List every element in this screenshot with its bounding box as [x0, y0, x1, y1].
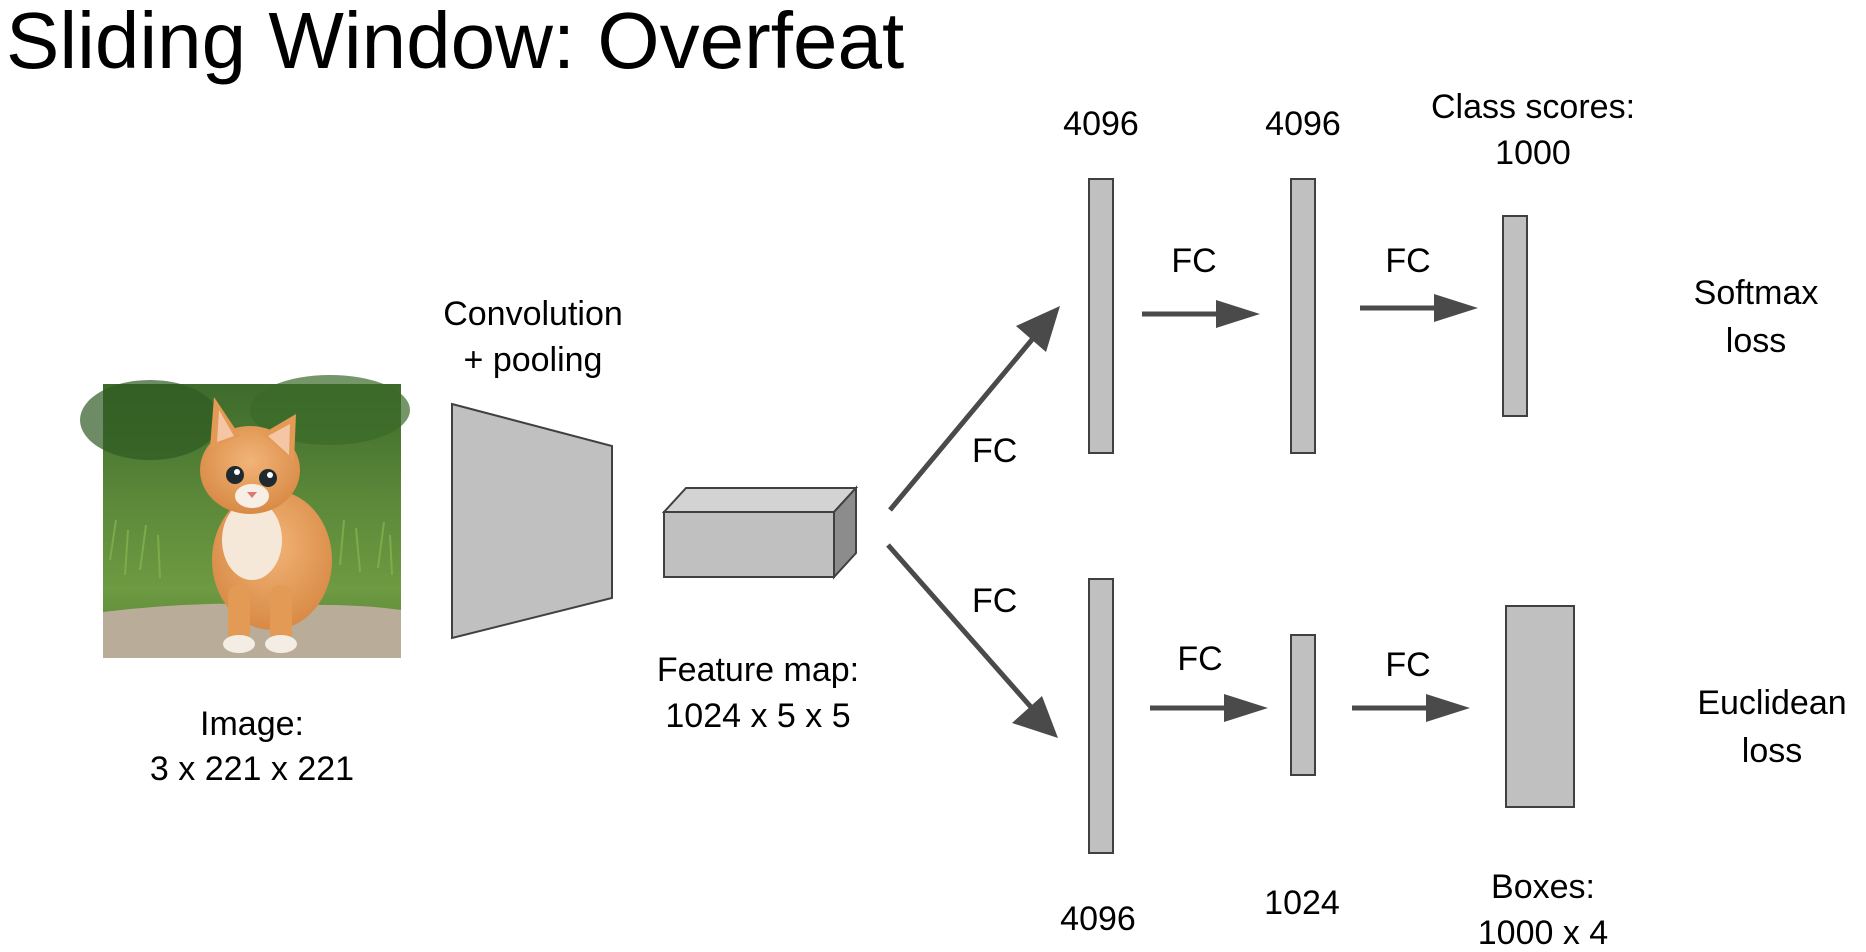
- class-fc1-layer: [1088, 178, 1114, 454]
- fc-label-box-2: FC: [1385, 646, 1430, 684]
- box-fc1-size: 4096: [1060, 900, 1136, 938]
- class-arrow-2: [1360, 294, 1478, 322]
- class-scores-label: Class scores:: [1431, 88, 1635, 126]
- class-scores-layer: [1502, 215, 1528, 417]
- conv-label: Convolution: [443, 295, 623, 333]
- class-fc1-size: 4096: [1063, 105, 1139, 143]
- feature-map-block: [661, 485, 859, 580]
- softmax-loss-label: Softmax: [1694, 274, 1819, 312]
- box-arrow-1: [1150, 694, 1268, 722]
- box-fc2-layer: [1290, 634, 1316, 776]
- fc-label-upper-branch: FC: [972, 432, 1017, 470]
- kitten-photo: [80, 375, 410, 658]
- fc-label-box-1: FC: [1177, 640, 1222, 678]
- conv-label-2: + pooling: [464, 341, 603, 379]
- class-fc2-layer: [1290, 178, 1316, 454]
- euclidean-loss-label-2: loss: [1742, 732, 1802, 770]
- feature-map-size-label: 1024 x 5 x 5: [665, 697, 850, 735]
- softmax-loss-label-2: loss: [1726, 322, 1786, 360]
- fc-label-class-2: FC: [1385, 242, 1430, 280]
- class-fc2-size: 4096: [1265, 105, 1341, 143]
- boxes-size: 1000 x 4: [1478, 914, 1608, 952]
- page-title: Sliding Window: Overfeat: [6, 0, 904, 85]
- class-arrow-1: [1142, 300, 1260, 328]
- input-size-label: 3 x 221 x 221: [150, 750, 354, 788]
- euclidean-loss-label: Euclidean: [1697, 684, 1846, 722]
- input-label: Image:: [200, 705, 304, 743]
- box-fc2-size: 1024: [1264, 884, 1340, 922]
- fc-label-lower-branch: FC: [972, 582, 1017, 620]
- class-scores-size: 1000: [1495, 134, 1571, 172]
- conv-pooling-block: [451, 402, 613, 640]
- boxes-output-layer: [1505, 605, 1575, 808]
- fc-label-class-1: FC: [1171, 242, 1216, 280]
- boxes-label: Boxes:: [1491, 868, 1595, 906]
- upper-branch-arrow: [888, 306, 1060, 512]
- box-arrow-2: [1352, 694, 1470, 722]
- lower-branch-arrow: [886, 543, 1058, 738]
- box-fc1-layer: [1088, 578, 1114, 854]
- feature-map-label: Feature map:: [657, 651, 859, 689]
